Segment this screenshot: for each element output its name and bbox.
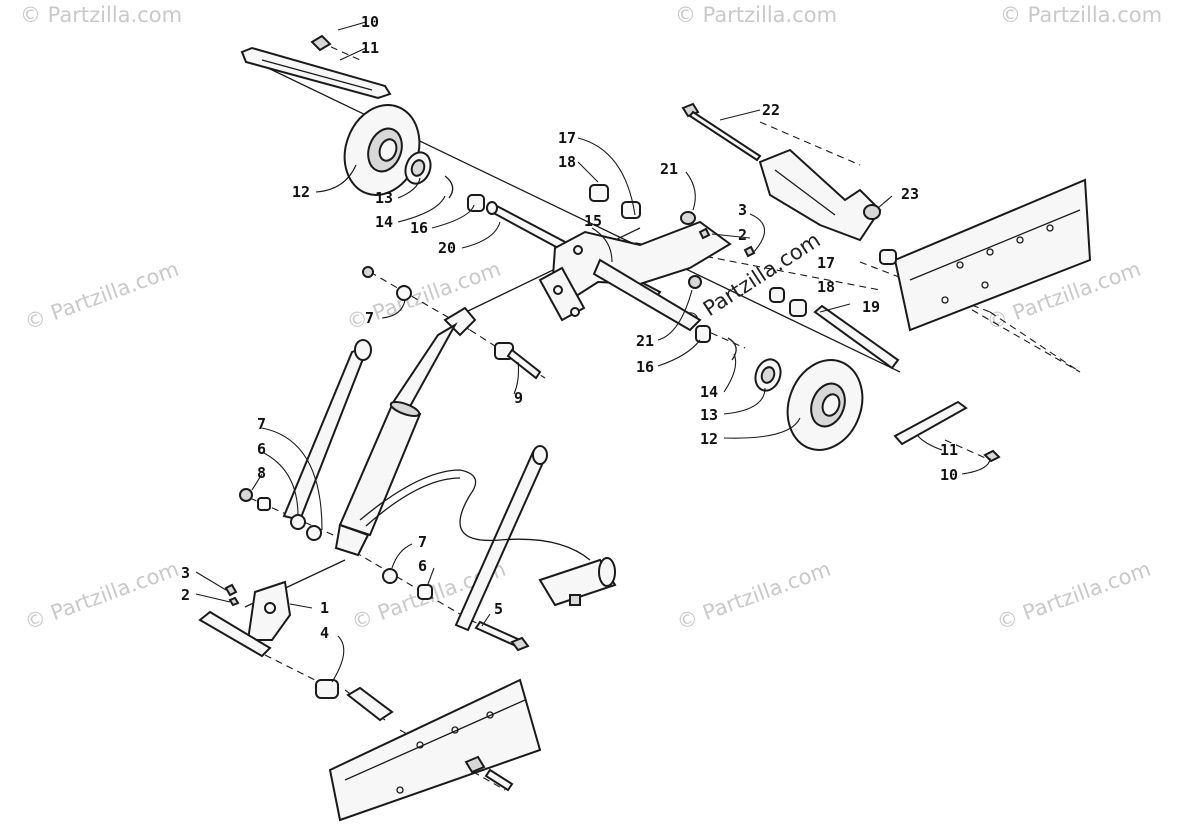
- callout-18-right: 18: [817, 278, 835, 296]
- shock-absorber: [334, 306, 477, 557]
- callout-22: 22: [762, 101, 780, 119]
- callout-6-mid: 6: [418, 557, 427, 575]
- grease-fitting-lower-2: [228, 596, 240, 607]
- nut-8: [239, 488, 253, 502]
- washer-7-mid: [382, 568, 398, 584]
- slide-pad-top: [240, 46, 392, 100]
- callout-23: 23: [901, 185, 919, 203]
- callout-12-right: 12: [700, 430, 718, 448]
- pivot-arm: [538, 220, 732, 332]
- washer-6-left: [290, 514, 306, 530]
- sensor: [538, 557, 617, 607]
- callout-2-lower: 2: [181, 586, 190, 604]
- idler-wheel-right: [786, 359, 864, 451]
- callout-17-upper: 17: [558, 129, 576, 147]
- callout-7-mid: 7: [418, 533, 427, 551]
- watermark: © Partzilla.com: [22, 557, 182, 635]
- callout-19: 19: [862, 298, 880, 316]
- bolt-top: [310, 34, 332, 52]
- bushing-upper-18: [621, 201, 641, 219]
- callout-9: 9: [514, 389, 523, 407]
- bolt-9: [494, 342, 542, 380]
- callout-5: 5: [494, 600, 503, 618]
- rail-bracket-right: [758, 148, 882, 242]
- bolt-rail-lower: [464, 755, 514, 792]
- leader-lines: [195, 21, 991, 683]
- nut-23: [863, 204, 881, 220]
- cable-2: [365, 477, 461, 527]
- callout-13-left: 13: [375, 189, 393, 207]
- callout-16-lower: 16: [636, 358, 654, 376]
- grease-fitting-upper-2: [743, 245, 756, 258]
- bushing-16-lower: [695, 325, 711, 343]
- bushing-left: [467, 194, 485, 212]
- long-bolt: [681, 102, 762, 162]
- watermark: © Partzilla.com: [1000, 3, 1162, 27]
- grease-fitting-upper: [698, 227, 711, 240]
- watermark: © Partzilla.com: [22, 257, 182, 335]
- callout-10-bottom: 10: [940, 466, 958, 484]
- rail-bushing-right: [879, 249, 897, 265]
- idler-shaft: [813, 304, 900, 370]
- callout-2-upper: 2: [738, 226, 747, 244]
- callout-3-lower: 3: [181, 564, 190, 582]
- slide-pad-bottom: [893, 400, 968, 446]
- track-rail-right: [893, 178, 1092, 332]
- callout-21-lower: 21: [636, 332, 654, 350]
- bearing-right: [754, 358, 782, 392]
- washer-7-top: [396, 285, 412, 301]
- watermark: © Partzilla.com: [675, 3, 837, 27]
- callout-17-right: 17: [817, 254, 835, 272]
- callout-3-upper: 3: [738, 201, 747, 219]
- callout-8: 8: [257, 464, 266, 482]
- washer-7-left: [306, 525, 322, 541]
- snap-ring-right: [727, 337, 737, 361]
- watermarks: © Partzilla.com © Partzilla.com © Partzi…: [20, 3, 1162, 635]
- callout-11-top: 11: [361, 39, 379, 57]
- callout-14-right: 14: [700, 383, 718, 401]
- bushing-right-18: [789, 299, 807, 317]
- bearing-left: [404, 151, 432, 185]
- callout-11-bottom: 11: [940, 441, 958, 459]
- cable: [359, 469, 591, 561]
- callout-21-upper: 21: [660, 160, 678, 178]
- callout-7-top: 7: [365, 309, 374, 327]
- callout-7-left: 7: [257, 415, 266, 433]
- spacer-lower: [346, 686, 394, 722]
- nut-21-upper: [680, 211, 696, 225]
- snap-ring-left: [444, 175, 454, 199]
- nut-21-lower: [688, 275, 702, 289]
- bushing-right-17: [769, 287, 785, 303]
- spacer-6-mid: [417, 584, 433, 600]
- callout-1: 1: [320, 599, 329, 617]
- shock-bracket: [246, 580, 292, 641]
- callout-15: 15: [584, 212, 602, 230]
- callout-4: 4: [320, 624, 329, 642]
- nut-top: [362, 266, 374, 278]
- callout-13-right: 13: [700, 406, 718, 424]
- callout-6-left: 6: [257, 440, 266, 458]
- callout-12-left: 12: [292, 183, 310, 201]
- spacer-6-left: [257, 497, 271, 511]
- callout-18-upper: 18: [558, 153, 576, 171]
- bushing-upper-17: [589, 184, 609, 202]
- watermark: © Partzilla.com: [674, 557, 834, 635]
- rear-shaft: [198, 610, 272, 658]
- bushing-4: [315, 679, 339, 699]
- bolt-5: [474, 620, 530, 652]
- link-arm-left-end: [354, 339, 372, 361]
- callout-16-left: 16: [410, 219, 428, 237]
- grease-fitting-lower: [224, 583, 238, 597]
- callout-10-top: 10: [361, 13, 379, 31]
- watermark: © Partzilla.com: [994, 557, 1154, 635]
- callout-14-left: 14: [375, 213, 393, 231]
- bolt-bottom: [983, 449, 1001, 463]
- callout-labels: 10 11 22 17 18 21 12 13 14 16 20 15 3 2 …: [181, 13, 958, 642]
- track-rail-left: [328, 678, 542, 822]
- idler-wheel-left: [343, 104, 421, 196]
- watermark: © Partzilla.com: [20, 3, 182, 27]
- link-arm-right-end: [532, 445, 548, 465]
- callout-20: 20: [438, 239, 456, 257]
